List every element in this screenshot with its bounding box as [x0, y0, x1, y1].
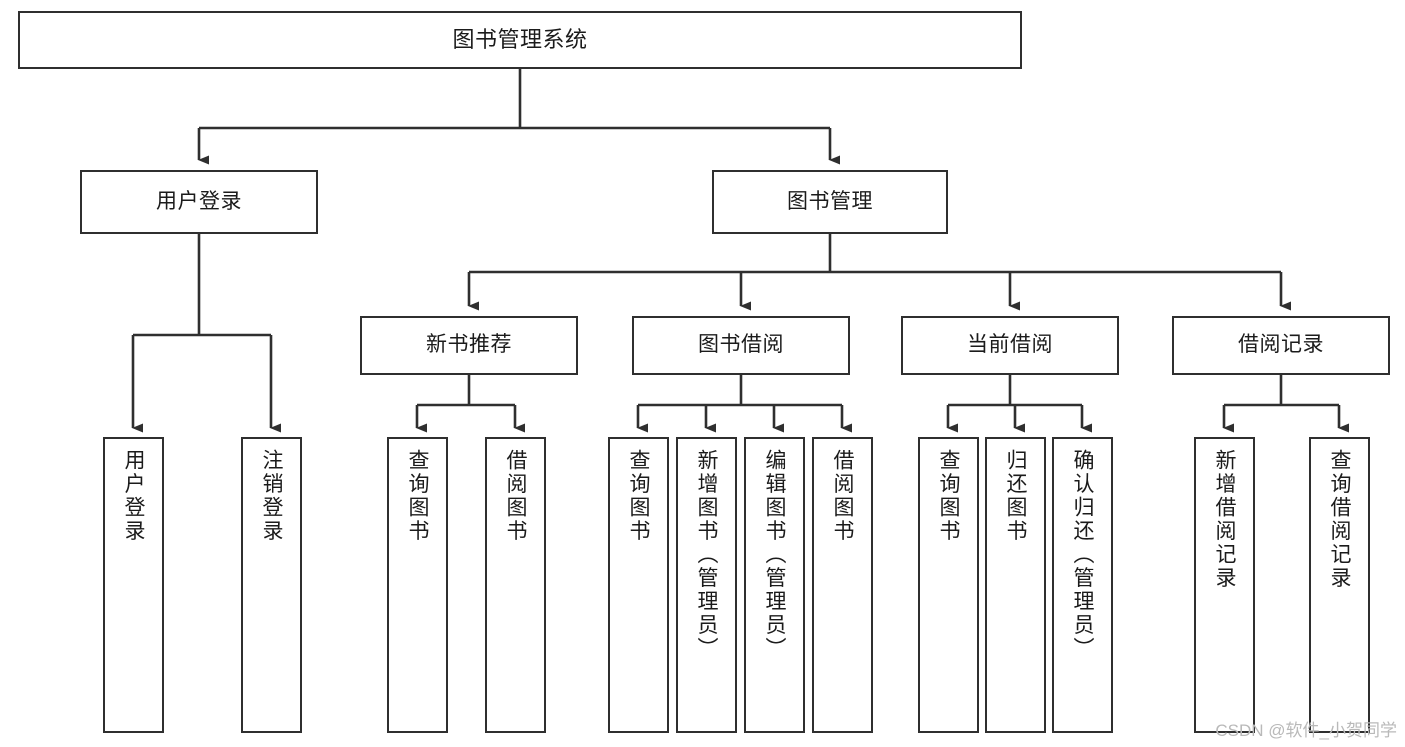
edge-book-borrow-to-bus — [638, 375, 842, 407]
node-label: 注销登录 — [260, 449, 283, 543]
node-label: 新增图书（管理员） — [695, 449, 718, 661]
node-label: 编辑图书（管理员） — [763, 449, 786, 661]
csdn-watermark: CSDN @软件_小贺同学 — [1215, 721, 1397, 740]
node-new-book-recommend[interactable]: 新书推荐 — [360, 316, 578, 375]
leaf-borrow-record-add-record[interactable]: 新增借阅记录 — [1194, 437, 1255, 733]
node-label: 图书管理 — [787, 189, 873, 213]
node-user-login[interactable]: 用户登录 — [80, 170, 318, 234]
node-label: 借阅记录 — [1238, 333, 1324, 357]
node-label: 查询图书 — [627, 449, 650, 543]
node-root-system[interactable]: 图书管理系统 — [18, 11, 1022, 69]
leaf-new-book-borrow-book[interactable]: 借阅图书 — [485, 437, 546, 733]
node-label: 归还图书 — [1004, 449, 1027, 543]
leaf-current-borrow-confirm-return-admin[interactable]: 确认归还（管理员） — [1052, 437, 1113, 733]
node-label: 查询图书 — [406, 449, 429, 543]
edge-book-manage-to-bus — [469, 234, 1281, 274]
node-label: 借阅图书 — [504, 449, 527, 543]
leaf-book-borrow-edit-book-admin[interactable]: 编辑图书（管理员） — [744, 437, 805, 733]
leaf-book-borrow-query-book[interactable]: 查询图书 — [608, 437, 669, 733]
leaf-current-borrow-query-book[interactable]: 查询图书 — [918, 437, 979, 733]
node-label: 查询图书 — [937, 449, 960, 543]
node-label: 用户登录 — [156, 189, 242, 213]
leaf-current-borrow-return-book[interactable]: 归还图书 — [985, 437, 1046, 733]
node-current-borrow[interactable]: 当前借阅 — [901, 316, 1119, 375]
node-label: 新增借阅记录 — [1213, 449, 1236, 590]
edge-borrow-record-to-bus — [1224, 375, 1339, 407]
leaf-user-login-logout[interactable]: 注销登录 — [241, 437, 302, 733]
node-label: 当前借阅 — [967, 333, 1053, 357]
node-book-management[interactable]: 图书管理 — [712, 170, 948, 234]
leaf-new-book-query-book[interactable]: 查询图书 — [387, 437, 448, 733]
node-label: 图书借阅 — [698, 333, 784, 357]
node-book-borrow[interactable]: 图书借阅 — [632, 316, 850, 375]
edge-user-login-to-bus — [133, 234, 271, 337]
leaf-book-borrow-add-book-admin[interactable]: 新增图书（管理员） — [676, 437, 737, 733]
leaf-user-login-login[interactable]: 用户登录 — [103, 437, 164, 733]
node-label: 借阅图书 — [831, 449, 854, 543]
node-label: 图书管理系统 — [452, 27, 588, 53]
edge-new-book-recommend-to-bus — [417, 375, 515, 407]
node-label: 新书推荐 — [426, 333, 512, 357]
node-label: 查询借阅记录 — [1328, 449, 1351, 590]
edge-current-borrow-to-bus — [948, 375, 1082, 407]
edge-root-to-level2-bus — [199, 69, 830, 130]
leaf-book-borrow-borrow-book[interactable]: 借阅图书 — [812, 437, 873, 733]
node-label: 用户登录 — [122, 449, 145, 543]
node-label: 确认归还（管理员） — [1071, 449, 1094, 661]
node-borrow-record[interactable]: 借阅记录 — [1172, 316, 1390, 375]
leaf-borrow-record-query-record[interactable]: 查询借阅记录 — [1309, 437, 1370, 733]
